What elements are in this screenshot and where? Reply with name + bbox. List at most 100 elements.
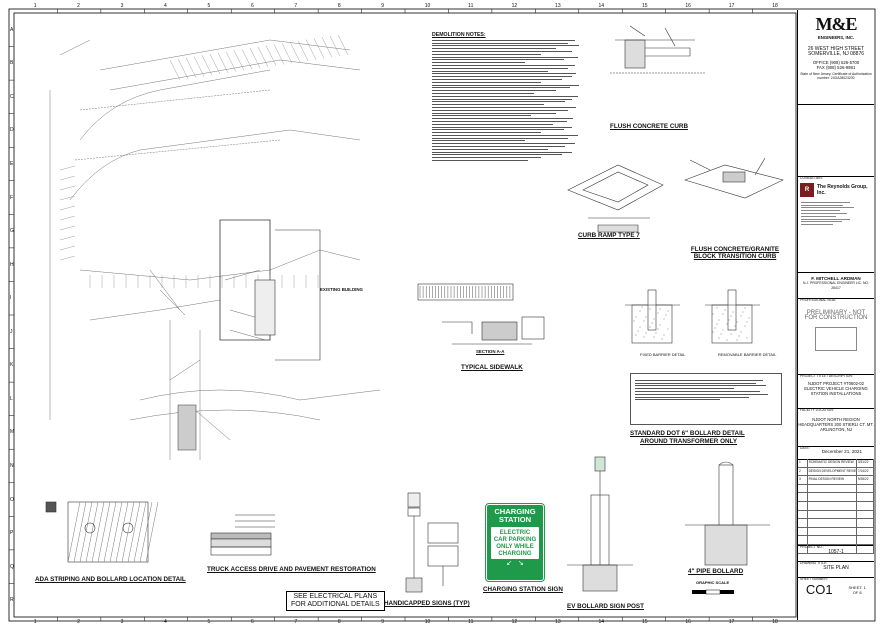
grid-column-label: 14 [598,3,605,9]
pipe-bollard-title: 4" PIPE BOLLARD [688,568,744,575]
project-title-block: PROJECT TITLE / DESCRIPTION: NJDOT PROJE… [798,374,874,409]
sheet-number-block: SHEET NUMBER: CO1 SHEET: 1 OF 8 [798,577,874,620]
grid-row-label: J [10,328,13,335]
grid-row-label: H [10,261,14,268]
see-electrical-line-2: FOR ADDITIONAL DETAILS [291,601,380,608]
charging-station-sign: CHARGING STATION ELECTRIC CAR PARKING ON… [485,503,545,582]
curb-ramp-drawing [567,164,664,233]
see-electrical-line-1: SEE ELECTRICAL PLANS [293,593,378,600]
revision-row [798,484,874,494]
professional-label: PROFESSIONAL SEAL [800,298,836,302]
grid-column-label: 12 [511,3,518,9]
bollard-notes-box [630,373,782,425]
ev-post-title: EV BOLLARD SIGN POST [567,603,644,610]
firm-logo-sub: ENGINEERS, INC. [817,35,855,40]
sign-body: ELECTRIC CAR PARKING ONLY WHILE CHARGING [491,527,539,559]
grid-column-label: 6 [250,3,254,9]
site-plan-drawing [49,34,381,460]
grid-column-label: 8 [337,3,341,9]
pipe-bollard-drawing [685,461,770,566]
grid-column-label: 15 [641,3,648,9]
bollard-detail-title-2: AROUND TRANSFORMER ONLY [640,438,738,445]
facility-block: FACILITY LOCATION: NJDOT NORTH REGION HE… [798,408,874,447]
grid-column-label: 7 [294,3,298,9]
grid-row-label: K [10,362,14,369]
sheet-of: SHEET: 1 OF 8 [848,584,866,595]
sign-arrows-icon: ↙ ↘ [506,560,524,567]
grid-column-label: 10 [424,619,431,625]
grid-row-label: B [10,60,14,67]
consultant-logo-icon: R [800,183,814,197]
firm-address-1: 26 WEST HIGH STREET [807,46,865,52]
date-label: DATE: [800,446,810,450]
consultant-block: CONSULTANT: R The Reynolds Group, Inc. [798,176,874,273]
truck-access-title: TRUCK ACCESS DRIVE AND PAVEMENT RESTORAT… [207,566,376,573]
existing-building-label: EXISTING BUILDING [320,287,363,292]
demolition-notes-body [432,39,587,162]
flush-curb-title: FLUSH CONCRETE CURB [610,123,689,130]
grid-column-label: 6 [250,619,254,625]
grid-column-label: 1 [33,619,37,625]
grid-column-label: 10 [424,3,431,9]
consultant-label: CONSULTANT: [800,176,824,180]
handicapped-signs-title: HANDICAPPED SIGNS (TYP) [384,600,470,607]
title-block: M&E ENGINEERS, INC. 26 WEST HIGH STREET … [797,10,874,620]
preliminary-line-2: FOR CONSTRUCTION [804,315,868,321]
ev-bollard-post-drawing [567,456,633,592]
demolition-notes-title: DEMOLITION NOTES: [432,32,486,38]
grid-column-label: 17 [728,619,735,625]
removable-barrier-label: REMOVABLE BARRIER DETAIL [718,352,777,357]
grid-row-label: C [10,93,14,100]
grid-row-label: E [10,161,14,167]
preliminary-line-1: PRELIMINARY - NOT [806,310,866,316]
firm-logo: M&E [815,14,858,34]
grid-row-label: M [10,429,15,436]
flush-curb-drawing [610,25,705,74]
revision-row [798,493,874,502]
typical-sidewalk-title: TYPICAL SIDEWALK [461,364,523,371]
firm-office: OFFICE (908) 526-5700 [812,60,860,65]
grid-column-label: 5 [207,619,211,625]
graphic-scale-label: GRAPHIC SCALE [696,580,730,585]
granite-transition-drawing [684,157,784,199]
bollard-detail-title-1: STANDARD DOT 6" BOLLARD DETAIL [630,430,745,437]
firm-address-2: SOMERVILLE, NJ 08876 [807,51,865,57]
firm-block: M&E ENGINEERS, INC. 26 WEST HIGH STREET … [798,10,874,105]
consultant-name: The Reynolds Group, Inc. [817,184,868,196]
grid-column-label: 5 [207,3,211,9]
grid-row-label: F [10,194,14,201]
grid-row-label: A [10,26,14,33]
grid-column-label: 8 [337,619,341,625]
grid-column-label: 4 [164,619,167,625]
grid-row-label: G [10,228,14,235]
project-no-block: PROJECT NO.: 1057-1 [798,545,874,562]
grid-column-label: 16 [685,619,691,625]
grid-row-label: D [10,127,14,134]
date-value: December 21, 2021 [821,449,863,454]
ada-striping-title: ADA STRIPING AND BOLLARD LOCATION DETAIL [35,576,186,583]
firm-state-note: State of New Jersey, Certificate of Auth… [800,72,872,80]
grid-row-label: Q [10,563,14,570]
grid-column-label: 2 [77,619,80,625]
graphic-scale-bar [692,589,734,595]
grid-column-label: 13 [555,3,561,9]
fixed-barrier-label: FIXED BARRIER DETAIL [640,352,686,357]
handicapped-signs-drawing [405,492,459,593]
grid-column-label: 13 [555,619,561,625]
drawing-title: SITE PLAN [823,565,849,571]
sign-header: CHARGING STATION [494,507,536,524]
grid-column-label: 9 [381,619,385,625]
revision-row [798,501,874,511]
typical-sidewalk-drawing [417,283,545,345]
curb-ramp-title: CURB RAMP TYPE 7 [578,232,640,239]
grid-column-label: 7 [294,619,298,625]
demolition-notes: DEMOLITION NOTES: [432,32,587,163]
grid-column-label: 16 [685,3,691,9]
grid-column-label: 3 [120,619,124,625]
grid-column-label: 18 [772,619,778,625]
grid-column-label: 18 [772,3,778,9]
